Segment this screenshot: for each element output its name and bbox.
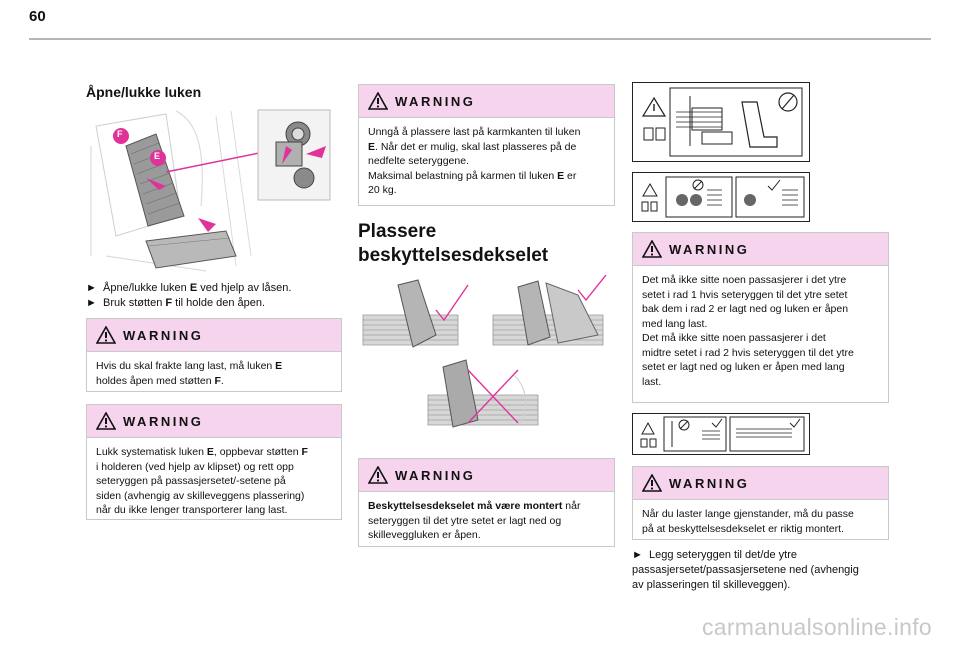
warning-box-long-load: WARNING Hvis du skal frakte lang last, m…: [86, 318, 342, 392]
warning-box-long-items: WARNING Når du laster lange gjenstander,…: [632, 466, 889, 540]
protective-cover-illustration: [362, 275, 607, 428]
step-fold-seatback: ► Legg seteryggen til det/de ytre passas…: [632, 549, 859, 591]
warning-box-close-hatch: WARNING Lukk systematisk luken E, oppbev…: [86, 404, 342, 520]
warning-title: WARNING: [395, 94, 476, 109]
warning-header: WARNING: [87, 405, 341, 438]
warning-header: WARNING: [633, 233, 888, 266]
warning-header: WARNING: [359, 459, 614, 492]
warning-triangle-icon: [642, 240, 662, 258]
step-open-close: ► Åpne/lukke luken E ved hjelp av låsen.: [86, 282, 292, 294]
warning-title: WARNING: [669, 242, 750, 257]
warning-header: WARNING: [87, 319, 341, 352]
warning-box-cover-mounted: WARNING Beskyttelsesdekselet må være mon…: [358, 458, 615, 547]
warning-title: WARNING: [395, 468, 476, 483]
warning-triangle-icon: [642, 474, 662, 492]
warning-triangle-icon: [96, 412, 116, 430]
label-pictogram-long-load: [632, 413, 810, 455]
warning-triangle-icon: [368, 466, 388, 484]
warning-triangle-icon: [368, 92, 388, 110]
warning-title: WARNING: [669, 476, 750, 491]
warning-title: WARNING: [123, 328, 204, 343]
warning-box-no-passengers: WARNING Det må ikke sitte noen passasjer…: [632, 232, 889, 403]
figure-label-e: E: [154, 151, 161, 161]
label-pictogram-seat-load: [632, 82, 810, 162]
page-number: 60: [29, 8, 46, 25]
hatch-illustration: [90, 109, 331, 272]
top-rule: [29, 38, 931, 40]
section-heading-place-cover-2: beskyttelsesdekselet: [358, 245, 549, 266]
step-arrow: ►: [86, 282, 97, 294]
section-heading-place-cover-1: Plassere: [358, 221, 437, 242]
watermark: carmanualsonline.info: [701, 614, 932, 640]
step-arrow: ►: [86, 297, 97, 309]
step-arrow: ►: [632, 549, 643, 561]
warning-title: WARNING: [123, 414, 204, 429]
figure-label-f: F: [117, 129, 123, 139]
section-heading-open-close-hatch: Åpne/lukke luken: [86, 84, 202, 100]
warning-box-load-on-frame: WARNING Unngå å plassere last på karmkan…: [358, 84, 615, 206]
warning-header: WARNING: [633, 467, 888, 500]
warning-triangle-icon: [96, 326, 116, 344]
step-use-support: ► Bruk støtten F til holde den åpen.: [86, 297, 266, 309]
label-pictogram-seat-rows: [632, 172, 810, 222]
warning-header: WARNING: [359, 85, 614, 118]
